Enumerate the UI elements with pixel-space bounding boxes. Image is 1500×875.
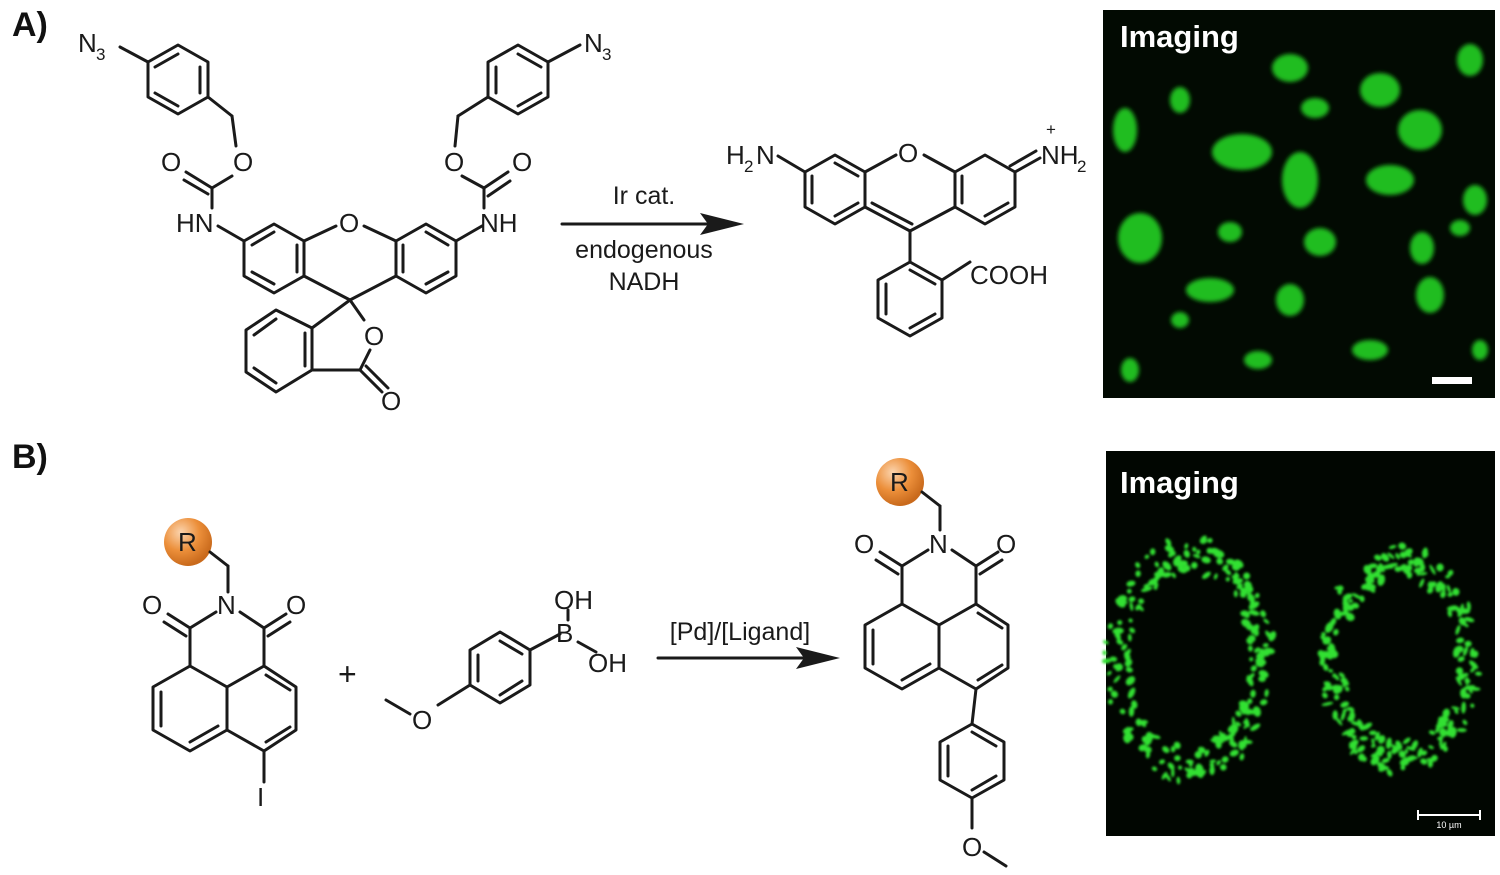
svg-text:O: O: [142, 590, 162, 620]
svg-text:2: 2: [1077, 157, 1086, 176]
micrograph-a: Imaging: [1103, 10, 1495, 398]
reagent-nadh: NADH: [609, 268, 680, 296]
svg-text:HN: HN: [176, 208, 214, 238]
plus-sign: +: [338, 656, 357, 692]
svg-text:COOH: COOH: [970, 260, 1048, 290]
svg-text:H: H: [726, 140, 745, 170]
svg-text:NH: NH: [480, 208, 518, 238]
svg-text:O: O: [412, 705, 432, 735]
svg-text:R: R: [890, 467, 909, 497]
svg-text:O: O: [381, 386, 401, 416]
svg-text:O: O: [364, 321, 384, 351]
svg-text:+: +: [1046, 120, 1056, 139]
svg-text:O: O: [512, 147, 532, 177]
svg-text:B: B: [556, 618, 573, 648]
svg-text:3: 3: [602, 45, 611, 64]
svg-text:O: O: [444, 147, 464, 177]
svg-text:I: I: [257, 782, 264, 812]
panel-b-label: B): [12, 438, 48, 476]
svg-text:2: 2: [744, 157, 753, 176]
svg-text:O: O: [233, 147, 253, 177]
reaction-arrow-b: [Pd]/[Ligand]: [656, 618, 840, 669]
svg-text:NH: NH: [1041, 140, 1079, 170]
svg-text:O: O: [898, 138, 918, 168]
reagent-ir-cat: Ir cat.: [613, 182, 676, 210]
reactant-a: N 3 O O HN N 3 O O NH: [78, 28, 611, 416]
svg-text:N: N: [584, 28, 603, 58]
svg-text:O: O: [286, 590, 306, 620]
svg-text:O: O: [854, 529, 874, 559]
r-group-ball: [164, 518, 212, 566]
svg-text:N: N: [929, 529, 948, 559]
svg-text:O: O: [161, 147, 181, 177]
reaction-arrow-a: Ir cat. endogenous NADH: [560, 182, 744, 296]
panel-a-label: A): [12, 6, 48, 44]
micrograph-b: 10 µm Imaging: [1101, 451, 1495, 836]
svg-text:N: N: [217, 590, 236, 620]
svg-text:N: N: [78, 28, 97, 58]
svg-text:O: O: [339, 208, 359, 238]
reagent-pd-ligand: [Pd]/[Ligand]: [670, 618, 810, 646]
svg-text:N: N: [756, 140, 775, 170]
svg-text:3: 3: [96, 45, 105, 64]
svg-text:O: O: [996, 529, 1016, 559]
imaging-title-b: Imaging: [1120, 465, 1239, 500]
svg-text:O: O: [962, 832, 982, 862]
r-group-ball-product: [876, 458, 924, 506]
reactant-b-iodonaphthalimide: R N O O I: [142, 518, 306, 812]
product-b: R N O O O: [854, 458, 1016, 868]
reactant-b-boronic-acid: B OH OH O: [384, 585, 627, 735]
svg-text:OH: OH: [588, 648, 627, 678]
scale-bar-label: 10 µm: [1436, 820, 1461, 830]
reagent-endogenous: endogenous: [575, 236, 713, 264]
imaging-title-a: Imaging: [1120, 19, 1239, 54]
svg-text:R: R: [178, 527, 197, 557]
svg-text:OH: OH: [554, 585, 593, 615]
product-a: H 2 N O + NH 2 COOH: [726, 120, 1086, 338]
